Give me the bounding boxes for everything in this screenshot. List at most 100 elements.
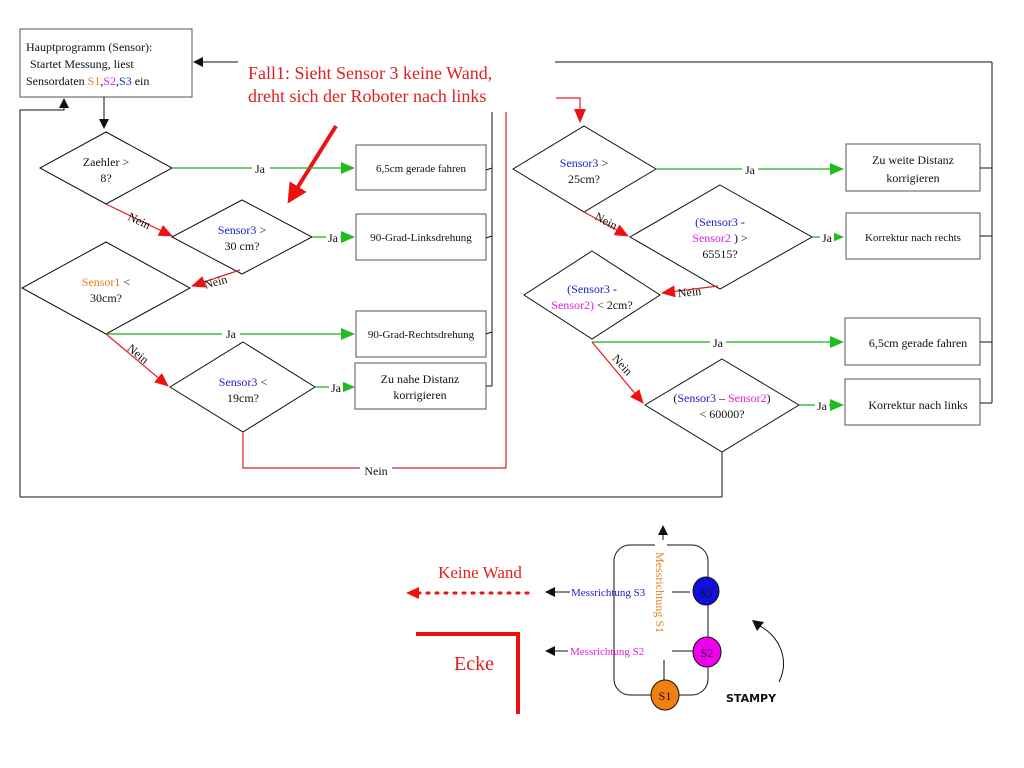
yes-label: Ja (745, 163, 756, 177)
dir-s1-label: Messrichtung S1 (653, 552, 667, 633)
sensor2-token: Sensor2 (728, 391, 767, 405)
main-box-s2: S2 (103, 74, 116, 88)
process-correct-right-label: Korrektur nach rechts (865, 232, 961, 244)
sensor3-token: Sensor3 (571, 282, 610, 296)
operator: < 2cm? (594, 298, 633, 312)
no-wall-arrowhead (406, 587, 419, 599)
sensor3-token: Sensor3 (218, 223, 257, 237)
no-label: Nein (125, 341, 152, 367)
yes-label: Ja (328, 231, 339, 245)
decision-diff-2-line1: (Sensor3 - (567, 282, 617, 296)
decision-s3-lt-19-line1: Sensor3 < (219, 375, 268, 389)
annotation-pointer-arrow (287, 124, 338, 204)
decision-s1-lt-30-line1: Sensor1 < (82, 275, 131, 289)
process-left-90: 90-Grad-Linksdrehung (355, 213, 487, 261)
sensor-s1-label: S1 (659, 689, 672, 703)
process-right-90: 90-Grad-Rechtsdrehung (355, 310, 487, 358)
corner-label: Ecke (454, 653, 494, 675)
yes-label: Ja (713, 336, 724, 350)
decision-diff-lt-60000: (Sensor3 – Sensor2) < 60000? (644, 358, 800, 453)
sensor3-token: Sensor3 (699, 215, 738, 229)
yes-label: Ja (226, 327, 237, 341)
process-right-90-label: 90-Grad-Rechtsdrehung (368, 329, 475, 341)
process-forward-right-label: 6,5cm gerade fahren (869, 336, 967, 350)
robot-name: STAMPY (726, 692, 777, 705)
corner-wall (416, 632, 520, 714)
decision-diff-gt-65515: (Sensor3 - Sensor2 ) > 65515? (629, 184, 814, 290)
process-forward-left: 6,5cm gerade fahren (355, 144, 487, 191)
no-arrow-counter (105, 203, 173, 237)
decision-diff-2-line2: Sensor2) < 2cm? (551, 298, 632, 312)
no-label: Nein (609, 352, 635, 379)
decision-s1-lt-30: Sensor1 < 30cm? (20, 241, 192, 335)
process-too-far-line2: korrigieren (886, 171, 939, 185)
red-arrow-into-right-flow (556, 97, 586, 123)
operator: - (738, 215, 745, 229)
main-box-comma: , (100, 74, 103, 88)
no-label: Nein (203, 272, 229, 292)
process-forward-left-label: 6,5cm gerade fahren (376, 163, 467, 175)
process-correct-left-label: Korrektur nach links (868, 398, 968, 412)
process-forward-right: 6,5cm gerade fahren (844, 317, 981, 366)
no-arrow-s3-30 (191, 269, 241, 288)
no-wall-label: Keine Wand (438, 563, 522, 582)
decision-counter-line1: Zaehler > (83, 155, 130, 169)
process-correct-right: Korrektur nach rechts (845, 212, 981, 260)
process-left-90-label: 90-Grad-Linksdrehung (370, 232, 472, 244)
no-arrow-s3-25 (583, 211, 629, 237)
no-arrow-diff-2 (591, 341, 644, 404)
no-arrow-diff-65515 (661, 285, 719, 298)
decision-s3-gt-30: Sensor3 > 30 cm? (170, 199, 314, 275)
decision-s3-gt-25-line1: Sensor3 > (560, 156, 609, 170)
decision-counter: Zaehler > 8? (38, 131, 174, 205)
decision-s3-gt-30-line1: Sensor3 > (218, 223, 267, 237)
main-box-prefix: Sensordaten (26, 74, 88, 88)
decision-diff-lt-2: (Sensor3 - Sensor2) < 2cm? (523, 250, 661, 340)
paren: ( (695, 215, 699, 229)
main-program-box: Hauptprogramm (Sensor): Startet Messung,… (19, 28, 193, 98)
sensor1-token: Sensor1 (82, 275, 121, 289)
decision-s3-lt-19: Sensor3 < 19cm? (169, 341, 316, 433)
decision-s3-gt-25: Sensor3 > 25cm? (512, 125, 657, 213)
decision-diff-60000-line2: < 60000? (699, 407, 744, 421)
paren: ) (731, 231, 738, 245)
sensor3-token: Sensor3 (560, 156, 599, 170)
sensor3-token: Sensor3 (219, 375, 258, 389)
process-too-close-line1: Zu nahe Distanz (381, 372, 460, 386)
operator: < (120, 275, 130, 289)
no-label: Nein (126, 209, 153, 232)
rotation-arrowhead (752, 620, 764, 631)
main-box-s1: S1 (88, 74, 101, 88)
process-too-far-line1: Zu weite Distanz (872, 153, 954, 167)
sensor-s3: S3 (692, 576, 720, 606)
sensor2-token: Sensor2 (692, 231, 731, 245)
no-arrow-s1-30 (105, 333, 169, 387)
no-label: Nein (677, 284, 702, 300)
sensor-s2: S2 (692, 636, 722, 668)
decision-diff-60000-line1: (Sensor3 – Sensor2) (673, 391, 770, 405)
paren: ( (673, 391, 677, 405)
operator: > (256, 223, 266, 237)
sensor2-token: Sensor2) (551, 298, 594, 312)
paren: ) (767, 391, 771, 405)
main-box-suffix: ein (132, 74, 150, 88)
process-too-far: Zu weite Distanz korrigieren (845, 143, 981, 192)
decision-s3-lt-19-line2: 19cm? (227, 391, 259, 405)
yes-label: Ja (817, 399, 828, 413)
decision-diff-65515-line2: Sensor2 ) > (692, 231, 748, 245)
process-correct-left: Korrektur nach links (844, 378, 981, 426)
paren: ( (567, 282, 571, 296)
connector-loop-back (19, 98, 69, 497)
main-box-line3: Sensordaten S1,S2,S3 ein (26, 74, 149, 88)
main-box-comma: , (116, 74, 119, 88)
operator: – (716, 391, 728, 405)
sensor3-token: Sensor3 (677, 391, 716, 405)
decision-diff-65515-line1: (Sensor3 - (695, 215, 745, 229)
decision-s1-lt-30-line2: 30cm? (90, 291, 122, 305)
operator: > (738, 231, 748, 245)
decision-s3-gt-25-line2: 25cm? (568, 172, 600, 186)
yes-label: Ja (331, 381, 342, 395)
decision-s3-gt-30-line2: 30 cm? (225, 239, 260, 253)
yes-label: Ja (822, 231, 833, 245)
rotation-arc (755, 623, 784, 683)
